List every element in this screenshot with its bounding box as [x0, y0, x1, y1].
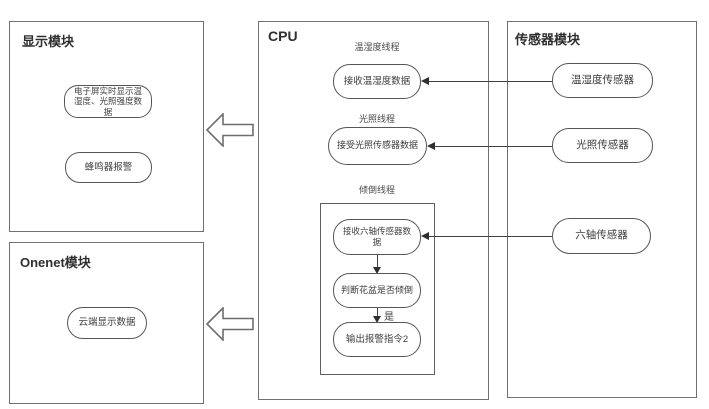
arrowhead-down-icon [373, 316, 381, 323]
block-arrow-cpu-to-display [206, 113, 254, 147]
light-thread-label: 光照线程 [358, 114, 395, 124]
temp-humidity-sensor-node: 温湿度传感器 [552, 63, 653, 98]
connector-light-line [434, 146, 552, 147]
screen-display-node: 电子屏实时显示温湿度、光照强度数据 [64, 85, 152, 118]
flow-line-1 [377, 255, 378, 268]
connector-temp-line [428, 81, 552, 82]
sensor-module-title: 传感器模块 [515, 32, 581, 47]
connector-six-axis-line [428, 236, 552, 237]
display-module-panel [9, 21, 204, 232]
cpu-title: CPU [268, 28, 298, 44]
block-arrow-cpu-to-onenet [206, 307, 254, 341]
temp-humidity-thread-label: 温湿度线程 [354, 42, 400, 52]
arrowhead-down-icon [373, 267, 381, 274]
arrowhead-left-icon [421, 77, 429, 85]
receive-six-axis-node: 接收六轴传感器数据 [333, 219, 421, 255]
receive-light-sensor-node: 接受光照传感器数据 [328, 127, 427, 165]
buzzer-alarm-node: 蜂鸣器报警 [65, 152, 152, 183]
cloud-display-node: 云端显示数据 [67, 307, 147, 339]
flow-line-2 [377, 308, 378, 318]
judge-tilt-node: 判断花盆是否倾倒 [333, 273, 421, 308]
onenet-module-title: Onenet模块 [20, 255, 91, 270]
six-axis-sensor-node: 六轴传感器 [552, 218, 651, 254]
light-sensor-node: 光照传感器 [552, 128, 653, 163]
display-module-title: 显示模块 [22, 34, 75, 49]
alarm-command-node: 输出报警指令2 [333, 322, 421, 357]
arrowhead-left-icon [421, 232, 429, 240]
receive-temp-humidity-node: 接收温湿度数据 [333, 64, 421, 99]
tilt-thread-label: 倾倒线程 [358, 185, 395, 195]
arrowhead-left-icon [427, 142, 435, 150]
yes-branch-label: 是 [384, 312, 394, 323]
